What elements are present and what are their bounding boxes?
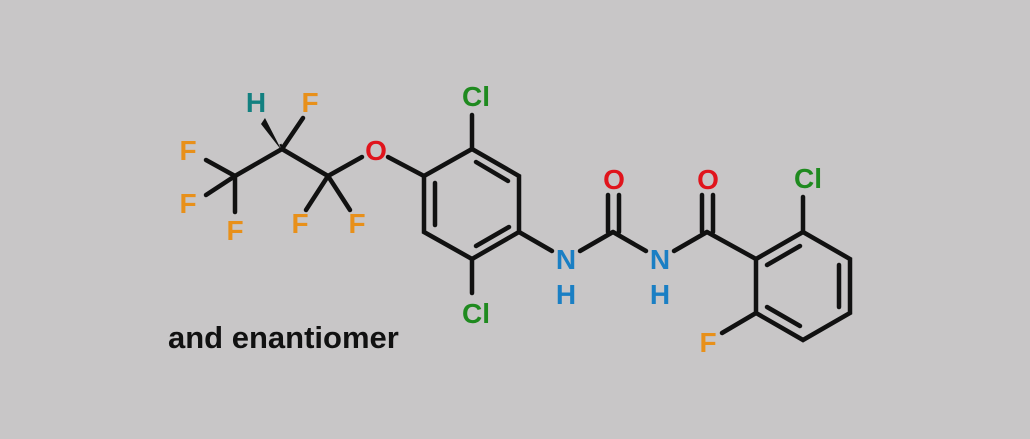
- atom-f-bottom: F: [226, 215, 243, 246]
- atom-h-stereo: H: [246, 87, 266, 118]
- atom-o-amide: O: [697, 164, 719, 195]
- atom-f-cf2-b: F: [348, 208, 365, 239]
- bond-cf2-fa: [303, 173, 331, 213]
- atom-o-ether: O: [365, 135, 387, 166]
- ring-benzoyl: [753, 229, 853, 343]
- atom-o-urea: O: [603, 164, 625, 195]
- bond-cu-n2: [610, 229, 649, 254]
- atom-cl-bottom: Cl: [462, 298, 490, 329]
- atom-f-benzoyl: F: [699, 327, 716, 358]
- bond-ring2-f: [719, 310, 759, 336]
- bonds: [203, 112, 853, 343]
- bond-cf3-chiral: [232, 146, 285, 179]
- bond-ring-n1: [516, 229, 555, 254]
- atom-cl-top: Cl: [462, 81, 490, 112]
- atom-f-left2: F: [179, 188, 196, 219]
- ring-dichlorophenyl: [421, 146, 522, 262]
- atom-n-right: N: [650, 244, 670, 275]
- bond-n1-cu: [577, 229, 616, 254]
- bond-chiral-cf2: [279, 146, 331, 179]
- atom-f-left1: F: [179, 135, 196, 166]
- atom-h-n-right: H: [650, 279, 670, 310]
- ring1-double-b: [473, 224, 512, 249]
- bond-chiral-f: [279, 115, 306, 152]
- ring2-double-a: [764, 243, 803, 268]
- atom-n-left: N: [556, 244, 576, 275]
- atom-f-top: F: [301, 87, 318, 118]
- atom-cl-benzoyl: Cl: [794, 163, 822, 194]
- bond-cf3-f2: [203, 173, 238, 198]
- ring1-double-a: [473, 159, 511, 184]
- bond-cf2-o: [325, 154, 365, 179]
- bond-o-ring: [385, 154, 427, 179]
- atom-labels: H F F F F F F O Cl Cl N H O N H O Cl F: [179, 81, 822, 358]
- wedge-bond-h: [261, 118, 282, 151]
- caption-text: and enantiomer: [168, 320, 399, 355]
- bond-cf3-f1: [203, 157, 238, 179]
- atom-h-n-left: H: [556, 279, 576, 310]
- atom-f-cf2-a: F: [291, 208, 308, 239]
- bond-n2-ca: [671, 229, 710, 254]
- bond-ca-ring2: [704, 229, 759, 262]
- ring2-double-c: [764, 304, 803, 329]
- bond-cf2-fb: [325, 173, 353, 213]
- hash-lines: [279, 143, 283, 148]
